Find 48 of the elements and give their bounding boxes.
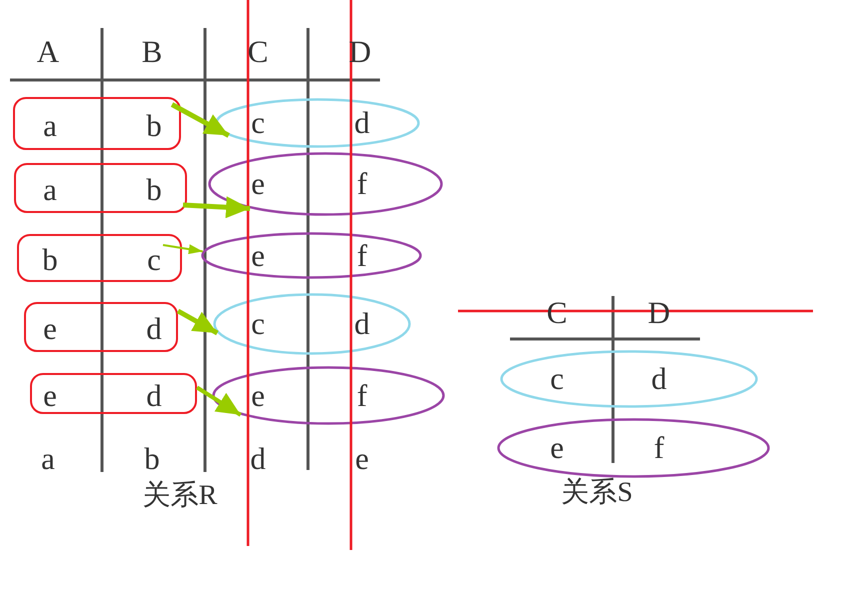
arrow: [182, 196, 250, 218]
cell-value: f: [654, 431, 664, 465]
cell-value: b: [42, 243, 58, 277]
cell-value: c: [550, 362, 564, 396]
cell-value: b: [146, 173, 162, 207]
rounded-box: [13, 97, 181, 150]
rounded-box: [30, 373, 197, 414]
cell-value: e: [355, 442, 369, 476]
table-caption: 关系S: [561, 476, 633, 510]
arrow: [170, 102, 230, 138]
ellipse: [201, 232, 422, 279]
cell-value: d: [651, 362, 667, 396]
ellipse: [500, 350, 758, 408]
ellipse: [208, 152, 443, 216]
cell-value: d: [146, 378, 162, 412]
rounded-box: [17, 234, 182, 282]
cell-value: a: [41, 442, 55, 476]
cell-value: f: [356, 238, 368, 272]
column-header: B: [142, 35, 162, 69]
cell-value: d: [146, 312, 162, 346]
column-header: A: [36, 35, 60, 69]
cell-value: f: [356, 378, 368, 412]
cell-value: b: [144, 442, 160, 476]
cell-value: d: [250, 442, 266, 476]
cell-value: e: [251, 238, 265, 272]
arrow: [196, 386, 242, 417]
cell-value: e: [43, 312, 57, 346]
rounded-box: [24, 302, 178, 352]
ellipse: [497, 418, 770, 478]
cell-value: e: [43, 378, 57, 412]
cell-value: a: [43, 173, 57, 207]
ellipse: [213, 293, 411, 355]
cell-value: a: [43, 108, 57, 142]
cell-value: d: [354, 307, 370, 341]
cell-value: e: [251, 167, 265, 201]
cell-value: c: [147, 243, 161, 277]
cell-value: e: [550, 431, 564, 465]
cell-value: d: [354, 106, 370, 140]
cell-value: b: [146, 108, 162, 142]
table-caption: 关系R: [142, 479, 218, 513]
cell-value: c: [251, 307, 265, 341]
cell-value: e: [251, 378, 265, 412]
rounded-box: [14, 163, 187, 213]
ellipse: [215, 98, 420, 148]
cell-value: f: [356, 167, 368, 201]
cell-value: c: [251, 106, 265, 140]
arrow: [162, 244, 203, 254]
ellipse: [212, 366, 445, 425]
